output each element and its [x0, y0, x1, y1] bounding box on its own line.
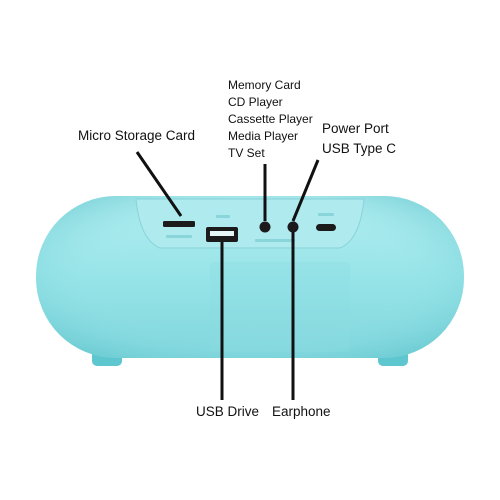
label-power-port: Power Port — [322, 121, 389, 136]
label-media-player: Media Player — [228, 129, 299, 143]
label-usb-drive: USB Drive — [196, 404, 260, 419]
leader-micro-storage-card — [135, 151, 183, 217]
label-memory-card: Memory Card — [228, 78, 301, 92]
usb-c-port — [316, 224, 336, 231]
label-cassette-player: Cassette Player — [228, 112, 313, 126]
leader-power-port — [291, 159, 320, 222]
label-micro-storage-card: Micro Storage Card — [78, 128, 196, 143]
label-earphone: Earphone — [272, 404, 331, 419]
label-cd-player: CD Player — [228, 95, 283, 109]
earphone-jack — [287, 221, 299, 233]
micro-sd-slot — [163, 221, 195, 227]
rear-panel — [210, 262, 350, 352]
label-usb-type-c: USB Type C — [322, 141, 397, 156]
port-panel — [135, 198, 365, 249]
label-tv-set: TV Set — [228, 146, 265, 160]
aux-in-jack — [259, 221, 271, 233]
